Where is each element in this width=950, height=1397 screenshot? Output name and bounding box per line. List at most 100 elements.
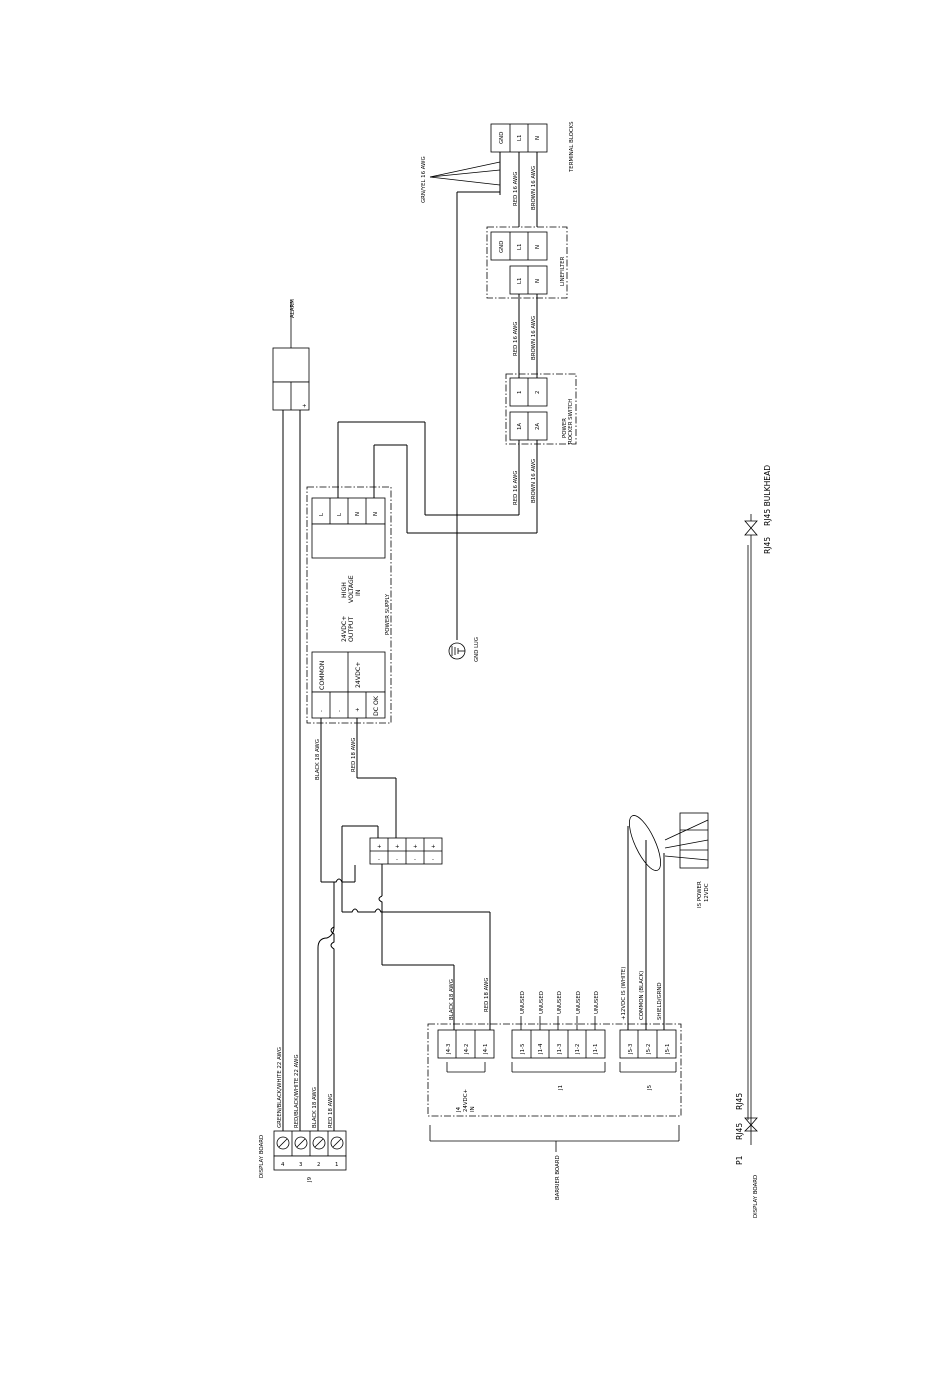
ps-hv-2: VOLTAGE <box>348 575 355 603</box>
terminal-n-label: N <box>535 136 541 140</box>
low-red-wire-label: RED 16 AWG <box>513 471 519 506</box>
j4-label-3: IN <box>470 1106 476 1112</box>
barrier-board-title: BARRIER BOARD <box>555 1155 561 1200</box>
rocker-title-2: ROCKER SWITCH <box>568 399 574 444</box>
j9-wire2-label: BLACK 18 AWG <box>312 1087 318 1128</box>
j9-pin-2: 2 <box>317 1162 320 1168</box>
j4-label-1: J4 <box>456 1106 462 1113</box>
j5-1: J5-1 <box>665 1044 671 1055</box>
ps-common-label: COMMON <box>319 660 326 690</box>
filter-n-label: N <box>535 245 541 249</box>
rj45-display-board-label: DISPLAY BOARD <box>753 1175 759 1218</box>
j5-3: J5-3 <box>628 1044 634 1055</box>
gnd-lug-label: GND LUG <box>474 637 480 662</box>
mid-red-wire-label: RED 16 AWG <box>513 322 519 357</box>
dist-minus-3: - <box>414 857 416 863</box>
dist-minus-2: - <box>396 857 398 863</box>
rocker-t2a: 2A <box>535 423 541 430</box>
p1-label: P1 <box>735 1155 744 1165</box>
j9-wire3-label: RED/BLACK/WHITE 22 AWG <box>294 1054 300 1128</box>
dist-plus-2: + <box>395 844 400 850</box>
ps-l2: L <box>337 513 343 516</box>
upper-brown-wire-label: BROWN 16 AWG <box>531 166 537 210</box>
alarm: + ALARM <box>272 299 310 1138</box>
power-supply-title: POWER SUPPLY <box>385 593 391 635</box>
j1-label: J1 <box>558 1085 564 1091</box>
ps-n2: N <box>373 512 379 516</box>
display-board-title: DISPLAY BOARD <box>259 1135 265 1178</box>
line-filter: GND L1 N L1 N LINEFILTER <box>486 226 568 299</box>
j9-pin-1: 1 <box>335 1162 338 1168</box>
dist-plus-1: + <box>377 844 382 850</box>
alarm-label: ALARM <box>290 299 296 318</box>
ps-24vdc-label: 24VDC+ <box>355 662 362 688</box>
j5-white-label: +12VDC IS (WHITE) <box>621 967 627 1020</box>
rocker-t2: 2 <box>535 391 541 394</box>
mid-brown-wire-label: BROWN 16 AWG <box>531 316 537 360</box>
j4-3: J4-3 <box>446 1044 452 1055</box>
j9-wire4-label: GREEN/BLACK/WHITE 22 AWG <box>277 1047 283 1128</box>
filter-l1-label: L1 <box>517 244 523 250</box>
alarm-plus: + <box>302 403 308 408</box>
j5-label: J5 <box>647 1085 653 1091</box>
ground-wires: GRN/YEL 16 AWG <box>421 152 501 505</box>
filter-nb-label: N <box>535 279 541 283</box>
rocker-title-1: POWER <box>562 418 568 438</box>
ps-n1: N <box>355 512 361 516</box>
j1-3: J1-3 <box>557 1044 563 1055</box>
ps-black-wire-label: BLACK 18 AWG <box>315 739 321 780</box>
ps-plus: + <box>355 707 361 712</box>
filter-gnd-label: GND <box>499 241 505 253</box>
j9-label: J9 <box>307 1176 313 1183</box>
j1-4-unused: UNUSED <box>539 991 545 1014</box>
j4-label-2: 24VDC+ <box>463 1089 469 1112</box>
rj45-bottom-label-b: RJ45 <box>735 1093 744 1110</box>
j1-2-unused: UNUSED <box>576 991 582 1014</box>
j9-pin-4: 4 <box>281 1162 285 1168</box>
terminal-gnd-label: GND <box>499 132 505 144</box>
barrier-board: J4-3 J4-2 J4-1 J4 24VDC+ IN BLACK 18 AWG… <box>427 967 682 1200</box>
rocker-t1: 1 <box>517 391 523 394</box>
rj45-bulkhead-label: RJ45 BULKHEAD <box>763 465 772 526</box>
dist-plus-3: + <box>413 844 418 850</box>
lower-phase-wires: RED 16 AWG BROWN 16 AWG <box>337 421 538 640</box>
terminal-blocks-title: TERMINAL BLOCKS <box>569 121 575 173</box>
terminal-blocks: GND L1 N TERMINAL BLOCKS <box>490 121 575 173</box>
ps-minus-1: - <box>319 710 325 712</box>
j1-3-unused: UNUSED <box>557 991 563 1014</box>
dist-plus-4: + <box>431 844 436 850</box>
upper-red-wire-label: RED 16 AWG <box>513 172 519 207</box>
rocker-switch: 1 2 1A 2A POWER ROCKER SWITCH <box>505 373 577 445</box>
dist-minus-4: - <box>432 857 434 863</box>
upper-phase-wires: RED 16 AWG BROWN 16 AWG <box>513 152 538 227</box>
j1-2: J1-2 <box>575 1044 581 1055</box>
rj45-bottom-label-a: RJ45 <box>735 1123 744 1140</box>
ps-out-2: OUTPUT <box>348 617 355 642</box>
j9-wire1-label: RED 18 AWG <box>328 1094 334 1129</box>
low-brown-wire-label: BROWN 16 AWG <box>531 459 537 503</box>
line-filter-title: LINEFILTER <box>560 256 566 286</box>
j4-2: J4-2 <box>464 1044 470 1055</box>
ps-l1: L <box>319 513 325 516</box>
ps-minus-2: - <box>337 710 343 712</box>
ps-red-wire-label: RED 18 AWG <box>351 738 357 773</box>
rocker-t1a: 1A <box>517 423 523 430</box>
is-power-line2: 12VDC <box>704 883 710 902</box>
screw-terminal-icon <box>276 1136 344 1150</box>
j4-black-label: BLACK 18 AWG <box>449 979 455 1020</box>
ps-hv-3: IN <box>355 589 362 596</box>
ps-hv-1: HIGH <box>341 582 348 598</box>
terminal-l1-label: L1 <box>517 135 523 141</box>
dist-minus-1: - <box>378 857 380 863</box>
ps-dcok-label: DC OK <box>373 695 380 716</box>
is-power-line1: IS POWER <box>697 881 703 908</box>
j9-pin-3: 3 <box>299 1162 302 1168</box>
power-supply: L L N N HIGH VOLTAGE IN 24VDC+ OUTPUT PO… <box>306 486 392 724</box>
j1-1: J1-1 <box>593 1044 599 1055</box>
j5-shield-label: SHIELD/GRND <box>657 982 663 1020</box>
grn-yel-wire-label: GRN/YEL 16 AWG <box>421 156 427 203</box>
j5-black-label: COMMON (BLACK) <box>639 971 645 1020</box>
rj45-cable: RJ45 BULKHEAD RJ45 RJ45 RJ45 P1 DISPLAY … <box>735 465 772 1218</box>
is-power: IS POWER 12VDC <box>627 812 710 1030</box>
